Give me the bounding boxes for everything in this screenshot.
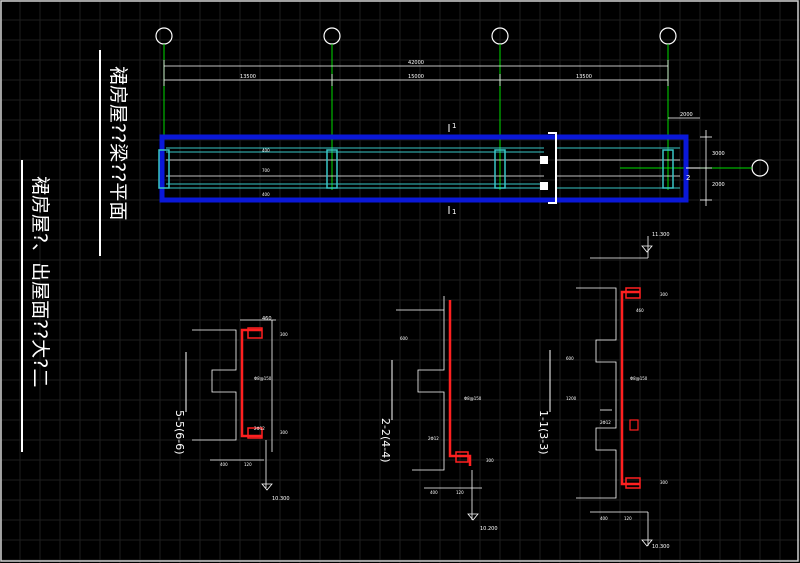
- beam-outline: [159, 134, 689, 203]
- section-1-1-elevation-top: 11.300: [652, 232, 670, 238]
- section-2-2-dim-0: 600: [400, 336, 408, 341]
- section-2-2: 600 300 400 120 Φ8@150 2Φ12 10.200: [396, 296, 498, 532]
- row-dim-1: 400: [262, 148, 270, 153]
- section-1-1-elevation-bottom: 10.300: [652, 544, 670, 550]
- section-5-5-note-1: 2Φ12: [254, 426, 265, 431]
- rebar-2-2: [448, 300, 472, 466]
- section-1-1: 460 300 300 600 1200 400 120 Φ8@150 2Φ12…: [566, 232, 670, 550]
- row-dim-2: 700: [262, 168, 270, 173]
- column-1: [158, 149, 170, 189]
- axis-bubble-4: [659, 27, 677, 45]
- dim-seg-1: 13500: [240, 74, 256, 80]
- section-1-1-dim-0: 460: [636, 308, 644, 313]
- section-1-1-dim-4: 1200: [566, 396, 577, 401]
- section-2-2-note-0: Φ8@150: [464, 396, 482, 401]
- rebar-1-1: [620, 290, 640, 486]
- section-1-1-note-0: Φ8@150: [630, 376, 648, 381]
- section-2-2-dim-1: 300: [486, 458, 494, 463]
- section-5-5-dim-1: 300: [280, 332, 288, 337]
- section-5-5-dim-4: 400: [220, 462, 228, 467]
- section-5-5-dim-5: 120: [244, 462, 252, 467]
- section-5-5: 460 300 300 400 120 Φ8@150 2Φ12 10.300: [192, 316, 290, 502]
- section-mark-top: 1: [452, 122, 456, 130]
- section-label-1-1: 1-1(3-3): [537, 410, 550, 455]
- section-5-5-note-0: Φ8@150: [254, 376, 272, 381]
- dim-side-1: 2000: [680, 112, 693, 118]
- roof-beam-plan: 42000 13500 15000 13500 2000 3000 2000: [155, 27, 769, 216]
- dim-side-3: 2000: [712, 182, 725, 188]
- dim-seg-2: 15000: [408, 74, 424, 80]
- title-detail: 裙房屋?、出屋面??大?二: [29, 176, 51, 387]
- section-5-5-elevation: 10.300: [272, 496, 290, 502]
- section-1-1-dim-2: 300: [660, 480, 668, 485]
- dim-total: 42000: [408, 60, 424, 66]
- dim-seg-3: 13500: [576, 74, 592, 80]
- section-5-5-dim-0: 460: [262, 316, 272, 322]
- section-1-1-dim-5: 400: [600, 516, 608, 521]
- column-3: [494, 149, 506, 189]
- axis-bubble-1: [155, 27, 173, 45]
- section-label-2-2: 2-2(4-4): [379, 418, 392, 463]
- row-dim-3: 400: [262, 192, 270, 197]
- section-mark-right: 2: [686, 174, 690, 182]
- section-2-2-dim-2: 400: [430, 490, 438, 495]
- section-1-1-dim-6: 120: [624, 516, 632, 521]
- dim-side-2: 3000: [712, 151, 725, 157]
- section-1-1-dim-1: 300: [660, 292, 668, 297]
- column-2: [326, 149, 338, 189]
- section-mark-bottom: 1: [452, 208, 456, 216]
- section-2-2-note-1: 2Φ12: [428, 436, 439, 441]
- section-2-2-elevation: 10.200: [480, 526, 498, 532]
- section-label-5-5: 5-5(6-6): [173, 410, 186, 455]
- section-2-2-dim-3: 120: [456, 490, 464, 495]
- rebar-5-5: [240, 328, 262, 438]
- axis-bubble-2: [323, 27, 341, 45]
- column-4: [662, 149, 674, 189]
- title-plan: 裙房屋??梁??平面: [107, 66, 129, 220]
- break-symbol: [540, 132, 557, 204]
- section-1-1-note-1: 2Φ12: [600, 420, 611, 425]
- section-1-1-dim-3: 600: [566, 356, 574, 361]
- section-5-5-dim-2: 300: [280, 430, 288, 435]
